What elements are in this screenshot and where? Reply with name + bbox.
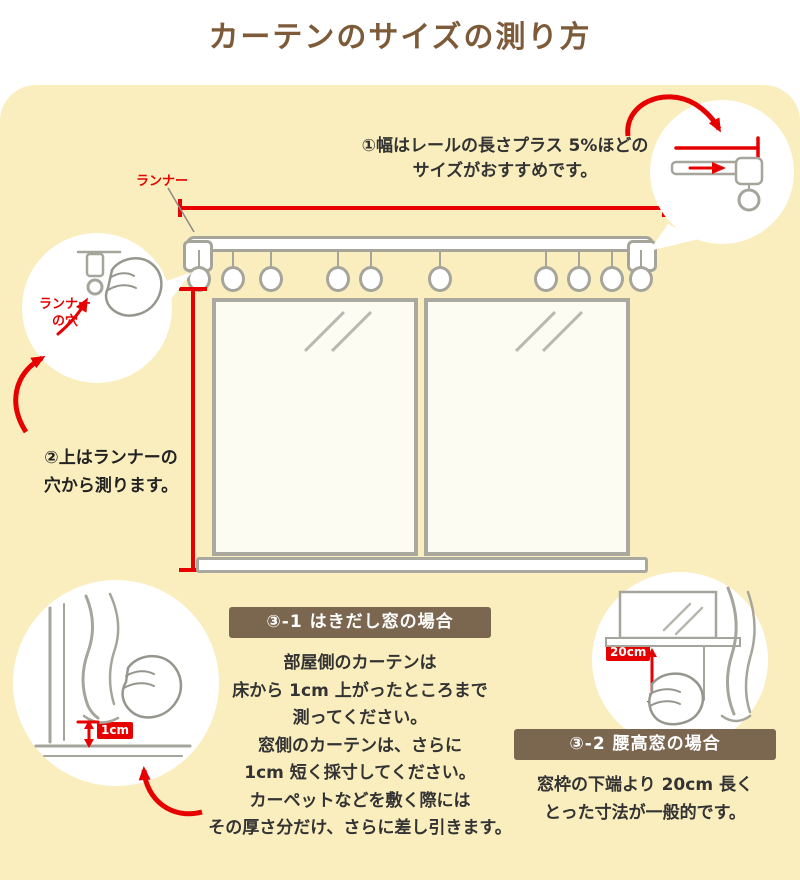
section31-banner: ③-1 はきだし窓の場合 [229,607,491,638]
runner-stem [545,250,547,267]
section31-line: カーペットなどを敷く際には [249,790,471,811]
twenty-cm-badge: 20cm [606,644,651,661]
section31-line: その厚さ分だけ、さらに差し引きます。 [208,818,512,838]
runner-ring [221,266,245,292]
curtain-rail [186,236,654,252]
runner-ring [359,266,383,292]
step2-line1: ②上はランナーの [44,448,178,468]
runner-stem [198,250,200,267]
callout-rail-end [650,100,794,244]
runner-ring [326,266,350,292]
runner-stem [370,250,372,267]
runner-stem [611,250,613,267]
runner-hole-line1: ランナー [38,297,91,312]
section32-paragraph: 窓枠の下端より 20cm 長く とった寸法が一般的です。 [505,772,785,827]
runner-ring [428,266,452,292]
runner-ring [600,266,624,292]
section31-line: 部屋側のカーテンは [283,653,437,673]
page-title: カーテンのサイズの測り方 [208,20,592,55]
step2-line2: 穴から測ります。 [43,476,179,496]
runner-ring [567,266,591,292]
step1-note: ①幅はレールの長さプラス 5%ほどの サイズがおすすめです。 [305,134,705,184]
runner-stem [439,250,441,267]
runner-ring [629,266,653,292]
runner-hole-line2: の穴 [51,314,78,329]
section31-line: 窓側のカーテンは、さらに [258,735,462,756]
step2-note: ②上はランナーの 穴から測ります。 [16,444,206,500]
height-measure-line [191,290,195,571]
section31-line: 測ってください。 [292,708,428,728]
width-measure-cap-left [178,199,182,217]
section31-line: 床から 1cm 上がったところまで [232,680,488,701]
runner-hole-label: ランナー の穴 [36,296,94,330]
runner-stem [337,250,339,267]
runner-ring [259,266,283,292]
width-measure-line [180,206,664,210]
runner-stem [578,250,580,267]
section31-line: 1cm 短く採寸してください。 [244,763,476,783]
runner-stem [270,250,272,267]
section31-paragraph: 部屋側のカーテンは 床から 1cm 上がったところまで 測ってください。 窓側の… [205,650,515,843]
section32-line: とった寸法が一般的です。 [544,802,746,823]
step1-line1: ①幅はレールの長さプラス 5%ほどの [361,136,649,156]
height-measure-cap-top [179,287,207,291]
section32-line: 窓枠の下端より 20cm 長く [537,775,753,795]
runner-ring [534,266,558,292]
runner-stem [232,250,234,267]
window-sill [196,557,648,573]
callout-floor-hem [13,580,219,786]
runner-label: ランナー [136,174,189,189]
runner-stem [640,250,642,267]
section32-banner: ③-2 腰高窓の場合 [514,729,776,760]
step1-line2: サイズがおすすめです。 [412,161,598,181]
window-left-pane [212,298,418,556]
height-measure-cap-bottom [179,568,207,572]
one-cm-badge: 1cm [97,722,133,739]
